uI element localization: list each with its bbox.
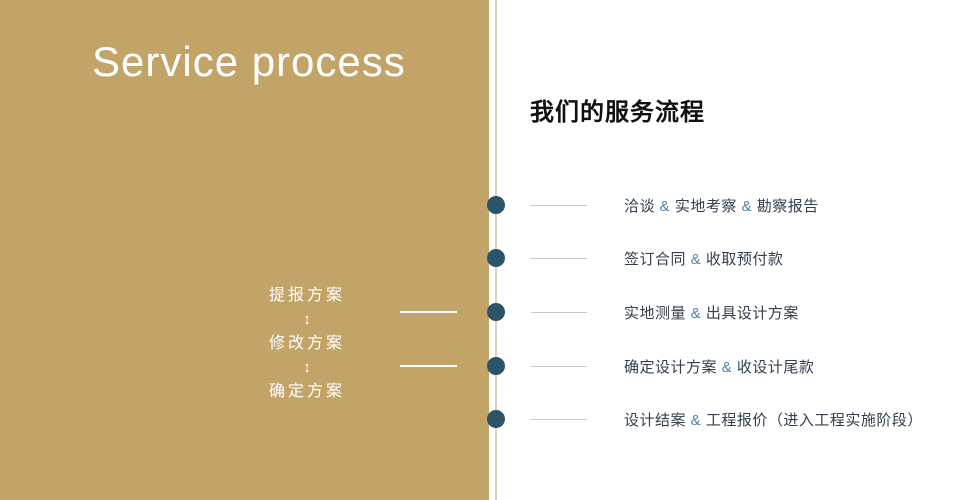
loop-item-confirm: 确定方案 (268, 383, 345, 400)
timeline-step: 设计结案 & 工程报价（进入工程实施阶段） (487, 409, 923, 429)
step-label: 实地测量 & 出具设计方案 (624, 304, 799, 322)
step-label: 签订合同 & 收取预付款 (624, 250, 784, 268)
plan-iteration-loop: 提报方案 ↕ 修改方案 ↕ 确定方案 (264, 284, 350, 404)
loop-item-modify: 修改方案 (268, 335, 345, 352)
step-label: 洽谈 & 实地考察 & 勘察报告 (624, 197, 819, 215)
timeline-dot-icon (487, 303, 505, 321)
step-label: 设计结案 & 工程报价（进入工程实施阶段） (624, 411, 923, 429)
timeline-dot-icon (487, 249, 505, 267)
timeline-step: 实地测量 & 出具设计方案 (487, 302, 799, 322)
timeline-step: 洽谈 & 实地考察 & 勘察报告 (487, 195, 819, 215)
timeline-step: 确定设计方案 & 收设计尾款 (487, 356, 814, 376)
loop-item-propose: 提报方案 (268, 287, 345, 304)
step-connector-line (531, 365, 587, 367)
left-gold-panel: Service process 提报方案 ↕ 修改方案 ↕ 确定方案 (0, 0, 489, 500)
page-title: Service process (92, 38, 406, 85)
loop-connector-line-bottom (400, 365, 457, 367)
step-connector-line (531, 204, 587, 206)
timeline-dot-icon (487, 410, 505, 428)
step-connector-line (531, 418, 587, 420)
up-down-arrow-icon: ↕ (303, 311, 311, 328)
step-connector-line (531, 311, 587, 313)
step-label: 确定设计方案 & 收设计尾款 (624, 358, 815, 376)
timeline-dot-icon (487, 196, 505, 214)
timeline-dot-icon (487, 357, 505, 375)
timeline-step: 签订合同 & 收取预付款 (487, 248, 783, 268)
loop-connector-line-top (400, 311, 457, 313)
section-heading: 我们的服务流程 (530, 99, 705, 126)
up-down-arrow-icon: ↕ (303, 359, 311, 376)
step-connector-line (531, 257, 587, 259)
